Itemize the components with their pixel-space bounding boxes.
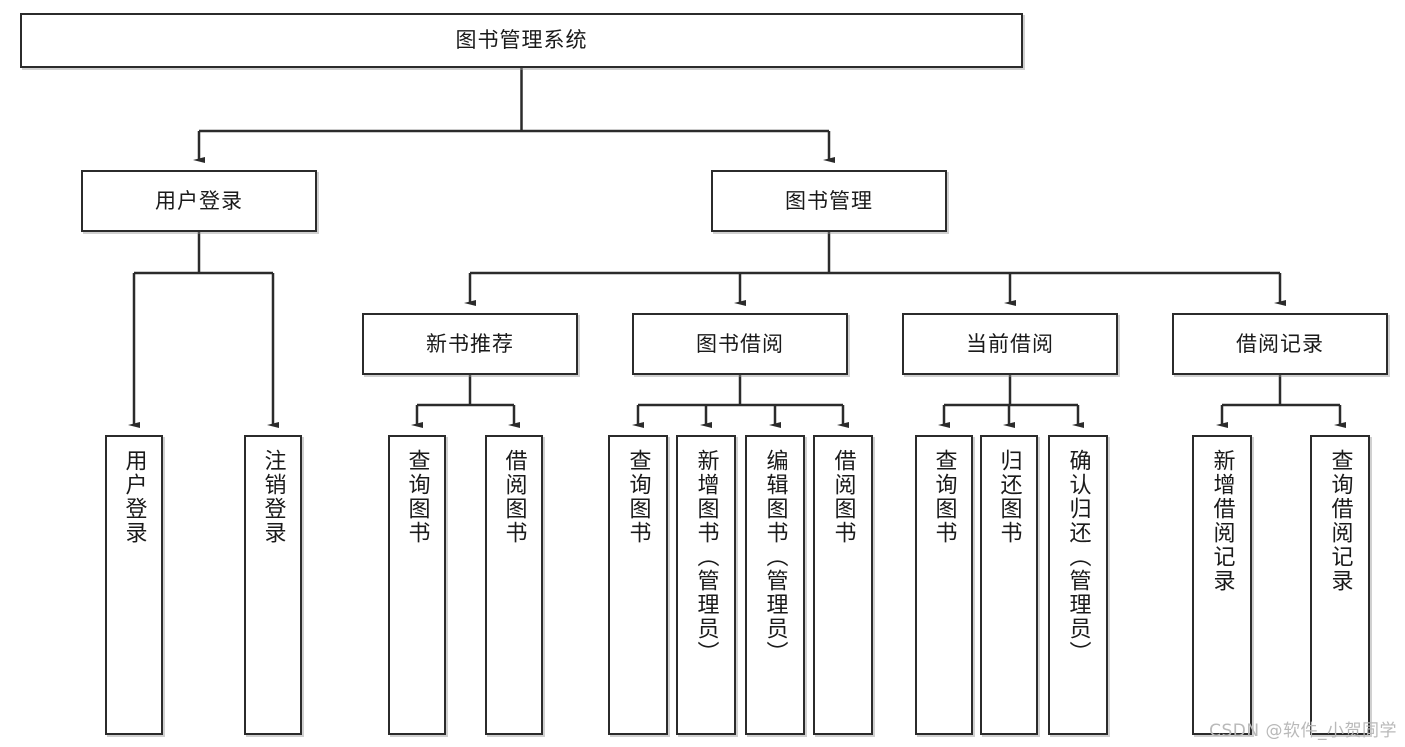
node-label: 查询图书 [404, 449, 430, 545]
node-label: 借阅记录 [1236, 331, 1324, 356]
node-label: 新增借阅记录 [1209, 449, 1235, 593]
node-user-login[interactable]: 用户登录 [81, 170, 317, 232]
node-label: 查询图书 [625, 449, 651, 545]
node-book-manage[interactable]: 图书管理 [711, 170, 947, 232]
node-label: 用户登录 [121, 449, 147, 545]
node-leaf-bb-edit[interactable]: 编辑图书（管理员） [745, 435, 805, 735]
node-leaf-user-login[interactable]: 用户登录 [105, 435, 163, 735]
node-leaf-br-add[interactable]: 新增借阅记录 [1192, 435, 1252, 735]
node-root[interactable]: 图书管理系统 [20, 13, 1023, 68]
node-leaf-bb-borrow[interactable]: 借阅图书 [813, 435, 873, 735]
node-leaf-cb-query[interactable]: 查询图书 [915, 435, 973, 735]
node-label: 新增图书（管理员） [693, 449, 719, 665]
node-label: 图书借阅 [696, 331, 784, 356]
node-new-book-rec[interactable]: 新书推荐 [362, 313, 578, 375]
node-current-borrow[interactable]: 当前借阅 [902, 313, 1118, 375]
node-leaf-cb-confirm[interactable]: 确认归还（管理员） [1048, 435, 1108, 735]
node-label: 图书管理系统 [455, 28, 588, 53]
node-book-borrow[interactable]: 图书借阅 [632, 313, 848, 375]
node-label: 归还图书 [996, 449, 1022, 545]
node-leaf-cb-return[interactable]: 归还图书 [980, 435, 1038, 735]
node-label: 当前借阅 [966, 331, 1054, 356]
node-label: 注销登录 [260, 449, 286, 545]
node-label: 新书推荐 [426, 331, 514, 356]
node-borrow-record[interactable]: 借阅记录 [1172, 313, 1388, 375]
node-leaf-br-query[interactable]: 查询借阅记录 [1310, 435, 1370, 735]
node-leaf-rec-borrow[interactable]: 借阅图书 [485, 435, 543, 735]
node-label: 借阅图书 [830, 449, 856, 545]
node-label: 查询借阅记录 [1327, 449, 1353, 593]
node-leaf-bb-add[interactable]: 新增图书（管理员） [676, 435, 736, 735]
node-label: 用户登录 [155, 188, 243, 213]
node-label: 确认归还（管理员） [1065, 449, 1091, 665]
node-label: 编辑图书（管理员） [762, 449, 788, 665]
node-leaf-rec-query[interactable]: 查询图书 [388, 435, 446, 735]
node-label: 查询图书 [931, 449, 957, 545]
node-leaf-bb-query[interactable]: 查询图书 [608, 435, 668, 735]
node-label: 图书管理 [785, 188, 873, 213]
node-leaf-logout[interactable]: 注销登录 [244, 435, 302, 735]
node-label: 借阅图书 [501, 449, 527, 545]
